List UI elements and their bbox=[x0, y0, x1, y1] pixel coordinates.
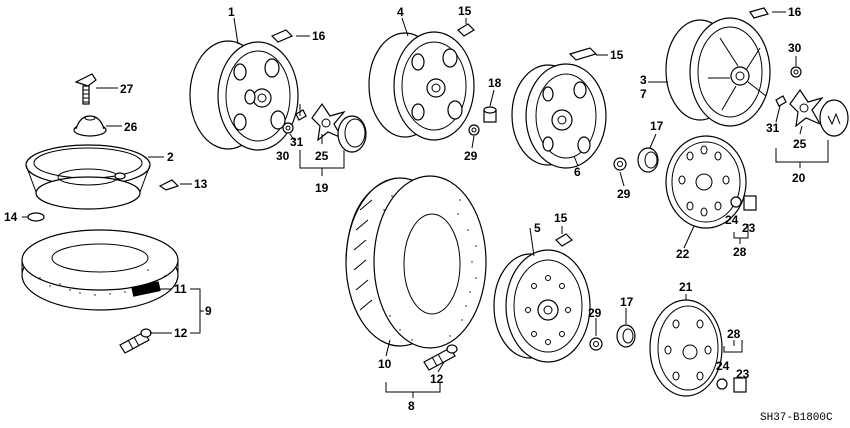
callout-12b: 12 bbox=[430, 372, 444, 386]
callout-16: 16 bbox=[312, 29, 326, 43]
bolt-31a bbox=[295, 109, 307, 121]
wheel-cover-21 bbox=[649, 299, 723, 397]
nut-29b bbox=[613, 157, 627, 171]
callout-4: 4 bbox=[397, 5, 404, 19]
callout-23b: 23 bbox=[736, 367, 750, 381]
weights-15c bbox=[555, 233, 573, 247]
callout-14: 14 bbox=[4, 210, 18, 224]
bolt-18 bbox=[483, 106, 497, 123]
callout-17b: 17 bbox=[620, 295, 634, 309]
callout-20: 20 bbox=[792, 171, 806, 185]
callout-26: 26 bbox=[124, 120, 138, 134]
callout-30b: 30 bbox=[788, 41, 802, 55]
bolt-23a bbox=[743, 195, 757, 211]
callout-28: 28 bbox=[733, 245, 747, 259]
callout-13: 13 bbox=[194, 177, 208, 191]
callout-10: 10 bbox=[378, 357, 392, 371]
cap-17a bbox=[637, 147, 659, 173]
cap-19 bbox=[337, 115, 367, 153]
callout-15: 15 bbox=[458, 4, 472, 18]
wheel-cover-22 bbox=[665, 135, 747, 229]
callout-29c: 29 bbox=[588, 306, 602, 320]
callout-29: 29 bbox=[464, 149, 478, 163]
nut-24b bbox=[716, 378, 728, 390]
spare-rim bbox=[25, 144, 151, 210]
wheel-6 bbox=[511, 63, 607, 169]
cap-17b bbox=[616, 324, 636, 348]
callout-24: 24 bbox=[725, 213, 739, 227]
callout-31: 31 bbox=[290, 135, 304, 149]
valve-plug bbox=[158, 179, 180, 191]
wheel-1 bbox=[189, 40, 299, 151]
callout-24b: 24 bbox=[716, 359, 730, 373]
callout-27: 27 bbox=[120, 82, 134, 96]
leader-lines bbox=[22, 11, 829, 398]
weights-16b bbox=[749, 7, 769, 19]
nut-30b bbox=[790, 66, 802, 78]
spare-tire bbox=[21, 229, 179, 311]
callout-21: 21 bbox=[679, 280, 693, 294]
spacer-ring bbox=[27, 212, 45, 222]
callout-25: 25 bbox=[315, 149, 329, 163]
callout-16b: 16 bbox=[788, 5, 802, 19]
weights-16a bbox=[270, 29, 294, 43]
spare-valve bbox=[119, 328, 152, 354]
spare-bolt bbox=[74, 73, 97, 105]
cap-20 bbox=[819, 99, 849, 137]
callout-12: 12 bbox=[174, 326, 188, 340]
callout-23: 23 bbox=[742, 221, 756, 235]
callout-31b: 31 bbox=[766, 121, 780, 135]
callout-19: 19 bbox=[315, 181, 329, 195]
callout-29b: 29 bbox=[617, 187, 631, 201]
callout-28b: 28 bbox=[727, 327, 741, 341]
spare-nut-cone bbox=[73, 115, 107, 137]
nut-29a bbox=[468, 124, 480, 136]
wheel-4 bbox=[368, 31, 475, 141]
callout-22: 22 bbox=[676, 247, 690, 261]
callout-17: 17 bbox=[650, 119, 664, 133]
diagram-code: SH37-B1800C bbox=[760, 412, 833, 424]
nut-30a bbox=[282, 122, 294, 134]
bolt-23b bbox=[733, 377, 747, 393]
callout-15c: 15 bbox=[554, 211, 568, 225]
callout-5: 5 bbox=[534, 221, 541, 235]
weights-15a bbox=[457, 23, 475, 37]
weights-15b bbox=[568, 47, 598, 61]
nut-24a bbox=[730, 196, 742, 208]
callout-25b: 25 bbox=[793, 137, 807, 151]
tire-10 bbox=[345, 175, 487, 349]
wheel-3-7 bbox=[665, 17, 771, 127]
bolt-31b bbox=[775, 95, 787, 107]
callout-6: 6 bbox=[574, 165, 581, 179]
callout-1: 1 bbox=[228, 5, 235, 19]
center-cap-25b bbox=[789, 88, 824, 128]
callout-30: 30 bbox=[276, 149, 290, 163]
callout-9: 9 bbox=[205, 304, 212, 318]
nut-29c bbox=[589, 337, 603, 351]
callout-11: 11 bbox=[174, 282, 187, 296]
tire-valve bbox=[423, 344, 458, 371]
callout-7: 7 bbox=[640, 87, 647, 101]
callout-2: 2 bbox=[167, 150, 174, 164]
callout-15b: 15 bbox=[610, 48, 624, 62]
callouts: 1 2 3 4 5 6 7 8 9 10 11 12 12 13 14 15 1… bbox=[4, 4, 833, 424]
callout-18: 18 bbox=[488, 76, 502, 90]
wheel-5 bbox=[493, 249, 591, 363]
callout-3: 3 bbox=[640, 73, 647, 87]
callout-8: 8 bbox=[408, 399, 415, 413]
